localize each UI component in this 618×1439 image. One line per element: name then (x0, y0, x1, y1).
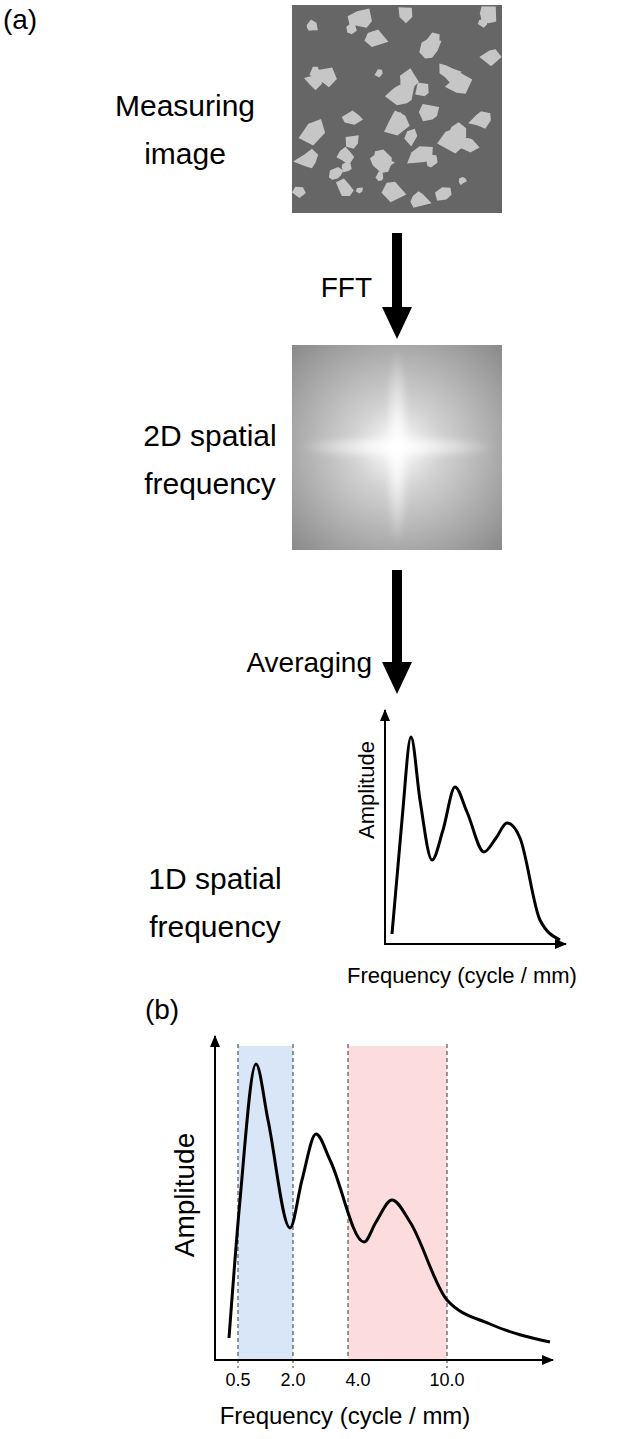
panel-caption: Measuring image (100, 82, 270, 178)
axis-label: 0.5 (225, 1371, 250, 1391)
step-label: Averaging (246, 648, 372, 679)
measuring-image (292, 5, 502, 213)
band-edges (238, 1044, 447, 1368)
axis-label: 4.0 (345, 1371, 370, 1391)
image-panel: 1D spatial frequency (375, 700, 570, 950)
process-arrow (392, 233, 402, 309)
panel-caption: 1D spatial frequency (130, 855, 300, 951)
panel-caption: 2D spatial frequency (130, 412, 290, 508)
axis-label: Frequency (cycle / mm) (220, 1403, 471, 1429)
image-panel: 2D spatial frequency (292, 345, 502, 550)
step-label: FFT (321, 273, 372, 304)
axis-title: Amplitude (170, 1133, 201, 1258)
axis-label: 2.0 (280, 1371, 305, 1391)
axis-label: (b) (145, 995, 179, 1026)
chart-b (214, 1036, 553, 1368)
particles (292, 6, 502, 207)
image-panel: Measuring image (292, 5, 502, 213)
axis-title: Amplitude (355, 741, 379, 839)
axis-label: Frequency (cycle / mm) (347, 964, 577, 988)
axis-label: 10.0 (429, 1371, 464, 1391)
process-arrow (392, 570, 402, 664)
low-band (238, 1046, 293, 1360)
chart-a (384, 710, 566, 945)
fft-image (292, 345, 502, 550)
axis-label: (a) (3, 5, 37, 36)
